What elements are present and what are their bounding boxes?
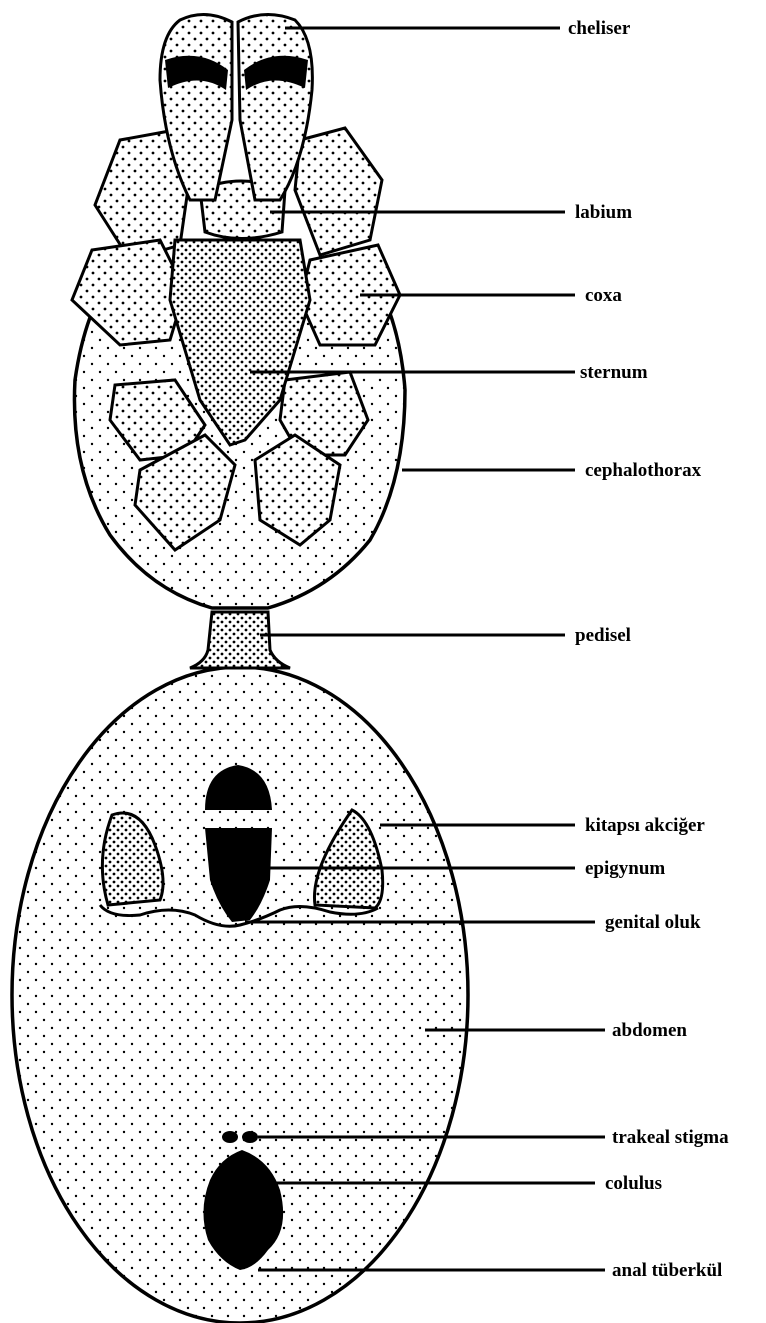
label-anal-tuberkul: anal tüberkül [612, 1260, 722, 1281]
label-abdomen: abdomen [612, 1020, 687, 1041]
label-sternum: sternum [580, 362, 648, 383]
pedicel-shape [190, 612, 290, 668]
tracheal-stigma-right [242, 1131, 258, 1143]
label-trakeal-stigma: trakeal stigma [612, 1127, 729, 1148]
coxa-right-1 [295, 128, 382, 255]
label-pedisel: pedisel [575, 625, 631, 646]
label-cephalothorax: cephalothorax [585, 460, 702, 481]
label-colulus: colulus [605, 1173, 662, 1194]
tracheal-stigma-left [222, 1131, 238, 1143]
label-epigynum: epigynum [585, 858, 665, 879]
label-coxa: coxa [585, 285, 622, 306]
label-kitapsi-akciger: kitapsı akciğer [585, 815, 705, 836]
label-genital-oluk: genital oluk [605, 912, 701, 933]
chelicerae-group [160, 14, 312, 200]
label-labium: labium [575, 202, 632, 223]
label-cheliser: cheliser [568, 18, 631, 39]
